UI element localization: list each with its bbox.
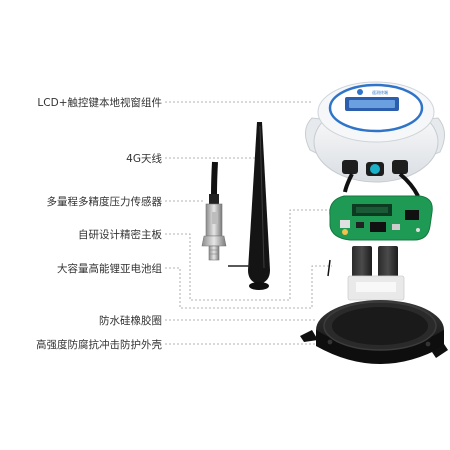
label-4g-antenna: 4G天线 — [126, 153, 162, 165]
label-lcd-assembly: LCD+触控键本地视窗组件 — [37, 97, 162, 109]
antenna — [248, 122, 270, 290]
label-main-board: 自研设计精密主板 — [78, 229, 162, 241]
main-board — [329, 195, 433, 241]
protective-shell — [300, 300, 448, 364]
leader-lines — [165, 101, 332, 345]
battery-pack — [327, 246, 405, 301]
label-battery-pack: 大容量高能锂亚电池组 — [57, 263, 162, 275]
label-protective-shell: 高强度防腐抗冲击防护外壳 — [36, 339, 162, 351]
pressure-sensor — [201, 161, 227, 261]
leader-board — [165, 209, 332, 301]
lcd-device-name: 遥测终端 — [372, 89, 388, 95]
label-gasket: 防水硅橡胶圈 — [99, 315, 162, 327]
lcd-housing: 遥测终端 — [305, 81, 445, 197]
leader-battery — [165, 265, 332, 309]
label-pressure-sensor: 多量程多精度压力传感器 — [46, 196, 163, 208]
cable-glands — [342, 160, 420, 197]
